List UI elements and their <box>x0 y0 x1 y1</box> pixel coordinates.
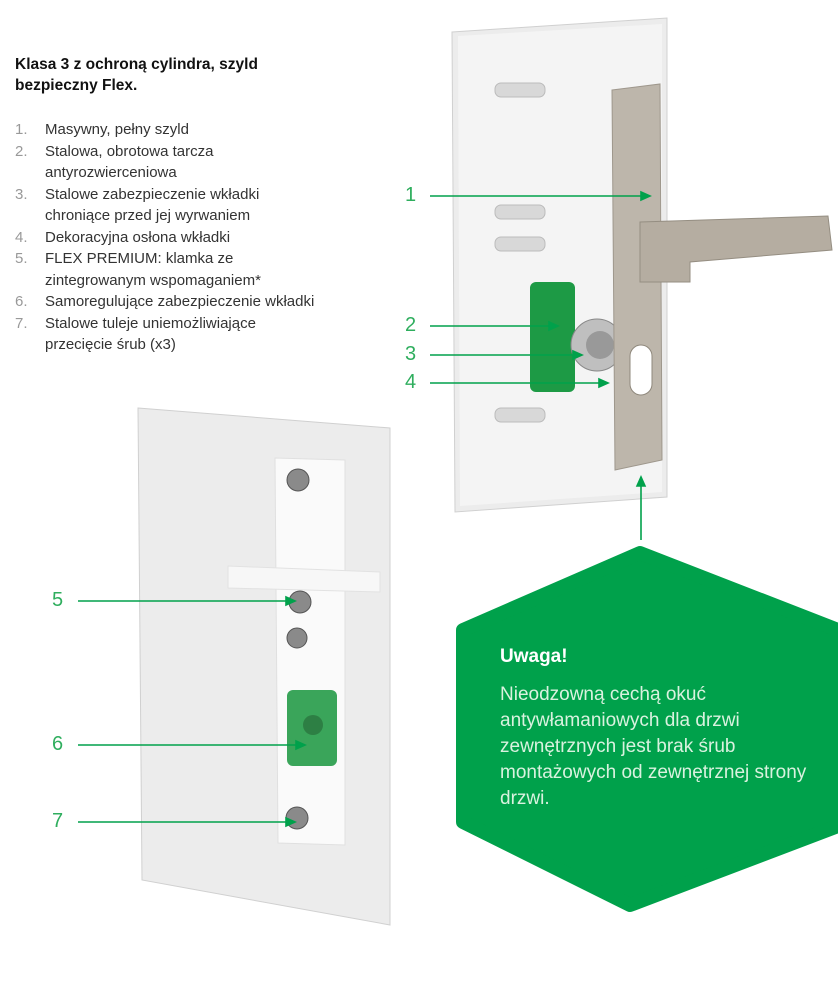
callout-3: 3 <box>405 343 417 365</box>
note-body: Nieodzowną cechą okuć antywłamaniowych d… <box>500 684 807 809</box>
callout-4: 4 <box>405 371 417 393</box>
item-number: 5. <box>15 250 28 267</box>
item-number: 4. <box>15 228 28 246</box>
item-text: FLEX PREMIUM: klamka ze zintegrowanym ws… <box>45 250 261 289</box>
list-item: 4. Dekoracyjna osłona wkładki <box>15 227 315 249</box>
item-number: 7. <box>15 314 28 332</box>
note-title: Uwaga! <box>500 646 568 667</box>
item-text: Stalowa, obrotowa tarcza antyrozwierceni… <box>45 142 214 182</box>
door-inner-panel <box>137 407 391 926</box>
callout-arrows <box>78 190 652 828</box>
item-text: Samoregulujące zabezpieczenie wkładki <box>45 293 315 310</box>
item-number: 2. <box>15 142 28 160</box>
list-item: 5. FLEX PREMIUM: klamka ze zintegrowanym … <box>15 248 315 291</box>
list-item: 2. Stalowa, obrotowa tarcza antyrozwierce… <box>15 141 315 184</box>
item-text: Dekoracyjna osłona wkładki <box>45 228 231 246</box>
keyhole <box>629 344 653 396</box>
cylinder-guard-icon <box>530 282 624 392</box>
list-item: 1. Masywny, pełny szyld <box>15 119 315 141</box>
item-number: 6. <box>15 293 28 310</box>
callout-6: 6 <box>52 733 64 755</box>
callout-2: 2 <box>405 314 417 336</box>
callout-5: 5 <box>52 589 64 611</box>
list-item: 7. Stalowe tuleje uniemożliwiające przeci… <box>15 313 315 356</box>
note-hexagon <box>456 546 838 912</box>
item-text: Masywny, pełny szyld <box>45 121 189 138</box>
inner-screws-icon <box>285 468 312 830</box>
note-box: Uwaga! Nieodzowną cechą okuć antywłamani… <box>500 646 820 812</box>
callout-1: 1 <box>405 184 417 206</box>
list-item: 3. Stalowe zabezpieczenie wkładki chronią… <box>15 184 315 227</box>
item-text: Stalowe zabezpieczenie wkładki chroniące… <box>45 185 260 225</box>
item-number: 3. <box>15 185 28 203</box>
screws-icon <box>494 82 546 423</box>
item-number: 1. <box>15 121 28 138</box>
item-text: Stalowe tuleje uniemożliwiające przecięc… <box>45 314 256 354</box>
list-item: 6. Samoregulujące zabezpieczenie wkładki <box>15 291 315 313</box>
callout-7: 7 <box>52 810 64 832</box>
page-title: Klasa 3 z ochroną cylindra, szyld bezpie… <box>15 56 258 94</box>
door-handle <box>639 215 833 283</box>
feature-list: 1. Masywny, pełny szyld 2. Stalowa, obroto… <box>15 119 315 356</box>
